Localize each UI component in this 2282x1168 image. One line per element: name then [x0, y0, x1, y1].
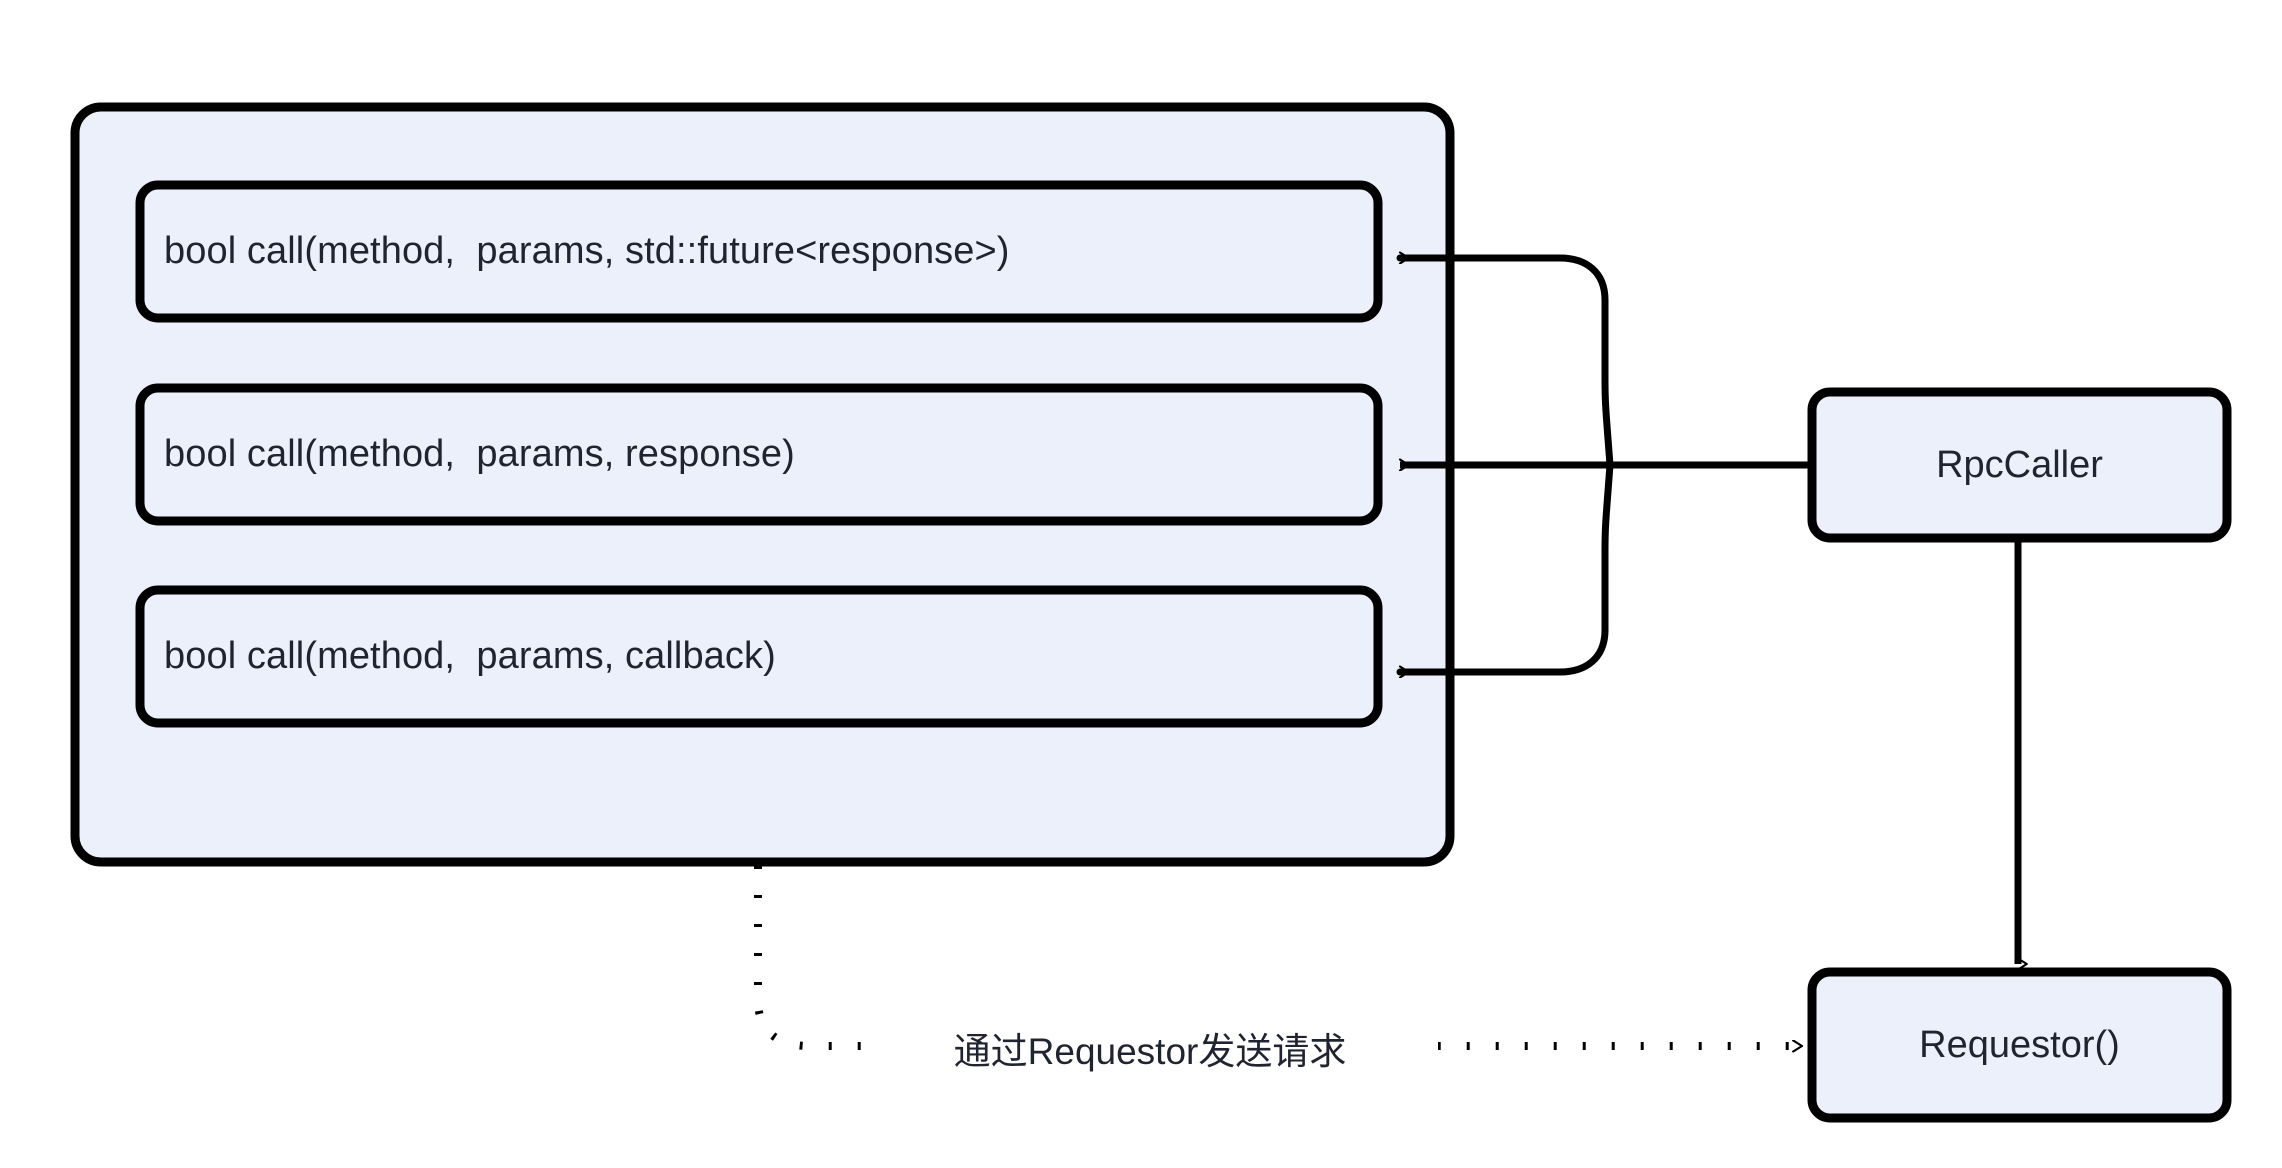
node-requestor[interactable] — [1807, 967, 2232, 1123]
edge-rpccaller-to-call-future — [1396, 258, 1614, 469]
edge-label-group-to-requestor: 通过Requestor发送请求 — [862, 1018, 1438, 1078]
edge-rpccaller-to-call-callback — [1396, 461, 1614, 672]
node-rpc-caller[interactable] — [1807, 387, 2232, 543]
method-box-call-response[interactable] — [135, 383, 1383, 526]
method-box-call-callback[interactable] — [135, 585, 1383, 728]
method-box-call-future[interactable] — [135, 180, 1383, 323]
